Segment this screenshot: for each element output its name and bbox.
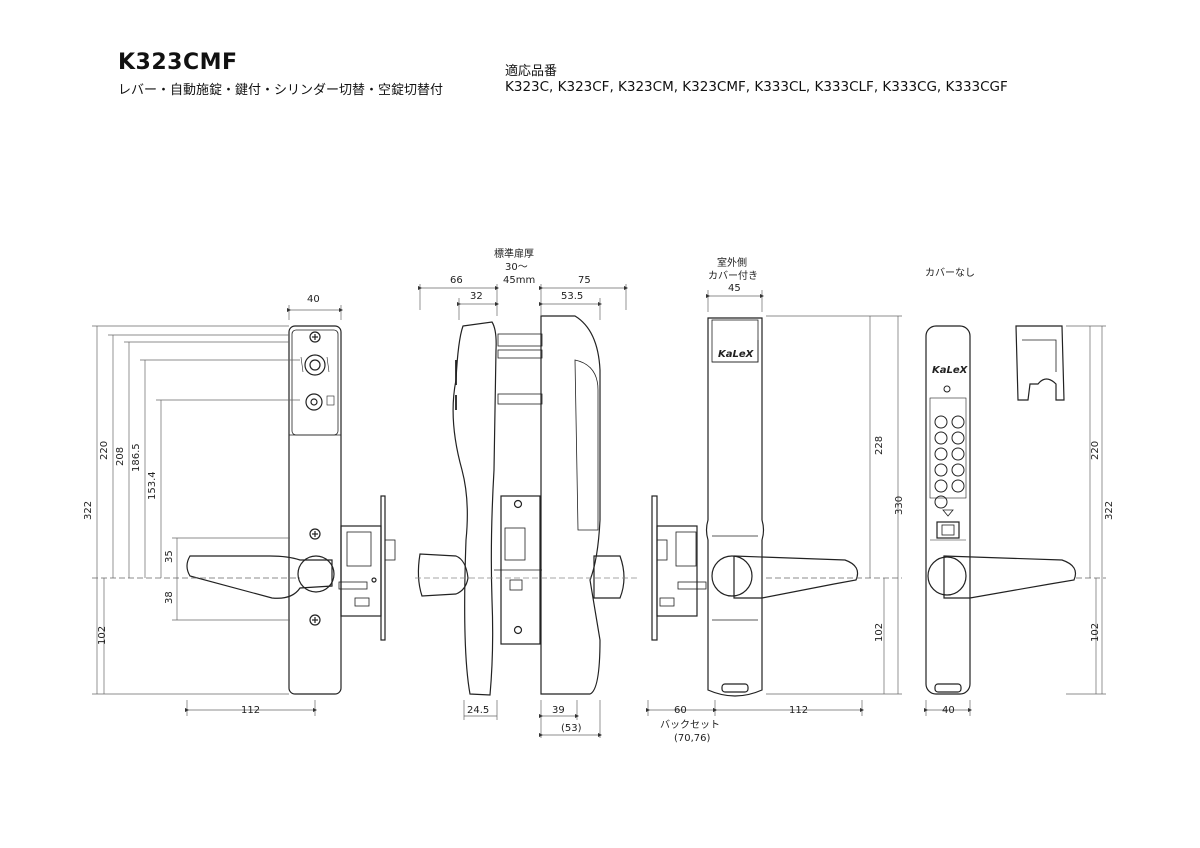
dim-front-153-4: 153.4 <box>147 471 158 500</box>
outdoor-title-line2: カバー付き <box>708 269 758 282</box>
cylinder-switch-icon <box>304 354 326 376</box>
nocover-dimensions <box>923 325 1106 716</box>
dim-out-228: 228 <box>874 436 885 455</box>
screw-icon <box>309 614 321 626</box>
dim-front-lever: 112 <box>241 705 260 716</box>
door-thickness-range: 30～ <box>505 262 528 273</box>
outdoor-lever <box>733 555 859 599</box>
dim-out-112: 112 <box>789 705 808 716</box>
dim-out-45: 45 <box>728 283 741 294</box>
dim-front-35: 35 <box>164 550 175 563</box>
nocover-brand-logo: KaLeX <box>932 365 969 376</box>
outdoor-dimensions <box>645 290 902 716</box>
lever-handle <box>186 555 333 599</box>
dim-side-53-5: 53.5 <box>561 291 583 302</box>
dim-front-322: 322 <box>83 501 94 520</box>
side-view <box>415 315 640 696</box>
dim-front-width: 40 <box>307 294 320 305</box>
model-number: K323CMF <box>118 50 238 75</box>
separate-cover <box>1015 325 1065 401</box>
applicable-models-list: K323C, K323CF, K323CM, K323CMF, K333CL, … <box>505 79 1008 95</box>
outdoor-brand-logo: KaLeX <box>718 349 755 360</box>
lock-indicator-icon <box>942 509 954 517</box>
nocover-title: カバーなし <box>925 267 975 279</box>
door-thickness-label: 標準扉厚 <box>494 247 534 260</box>
screw-icon <box>309 331 321 343</box>
screw-icon <box>309 528 321 540</box>
dim-side-32: 32 <box>470 291 483 302</box>
side-dimensions <box>417 284 629 738</box>
dim-side-39: 39 <box>552 705 565 716</box>
nocover-body <box>925 325 971 695</box>
keypad-button-clear <box>936 521 960 539</box>
dim-nc-220: 220 <box>1090 441 1101 460</box>
dim-out-60: 60 <box>674 705 687 716</box>
free-switch-icon <box>305 393 323 411</box>
front-plate <box>288 325 342 695</box>
front-view <box>186 325 396 695</box>
backset-label: バックセット <box>660 719 720 731</box>
backset-values: (70,76) <box>674 733 711 744</box>
dim-out-102: 102 <box>874 623 885 642</box>
dim-nc-40: 40 <box>942 705 955 716</box>
model-description: レバー・自動施錠・鍵付・シリンダー切替・空錠切替付 <box>118 83 444 98</box>
indoor-body <box>452 321 497 696</box>
dim-nc-322: 322 <box>1104 501 1115 520</box>
dim-side-66: 66 <box>450 275 463 286</box>
front-dimensions <box>92 305 344 716</box>
dim-front-186-5: 186.5 <box>131 443 142 472</box>
applicable-models-label: 適応品番 <box>505 64 558 79</box>
door-thickness-max: 45mm <box>503 275 535 286</box>
dim-out-330: 330 <box>894 496 905 515</box>
dim-side-53: (53) <box>561 723 582 734</box>
dim-front-220: 220 <box>99 441 110 460</box>
keypad-buttons <box>934 385 965 509</box>
nocover-view <box>925 325 1077 695</box>
dim-front-102: 102 <box>97 626 108 645</box>
outdoor-view <box>651 317 859 697</box>
dim-front-208: 208 <box>115 447 126 466</box>
dim-side-24-5: 24.5 <box>467 705 489 716</box>
dim-front-38: 38 <box>164 591 175 604</box>
outdoor-cover <box>705 317 765 697</box>
outdoor-body <box>540 315 601 695</box>
dim-nc-102: 102 <box>1090 623 1101 642</box>
outdoor-title-line1: 室外側 <box>717 256 747 269</box>
dim-side-75: 75 <box>578 275 591 286</box>
